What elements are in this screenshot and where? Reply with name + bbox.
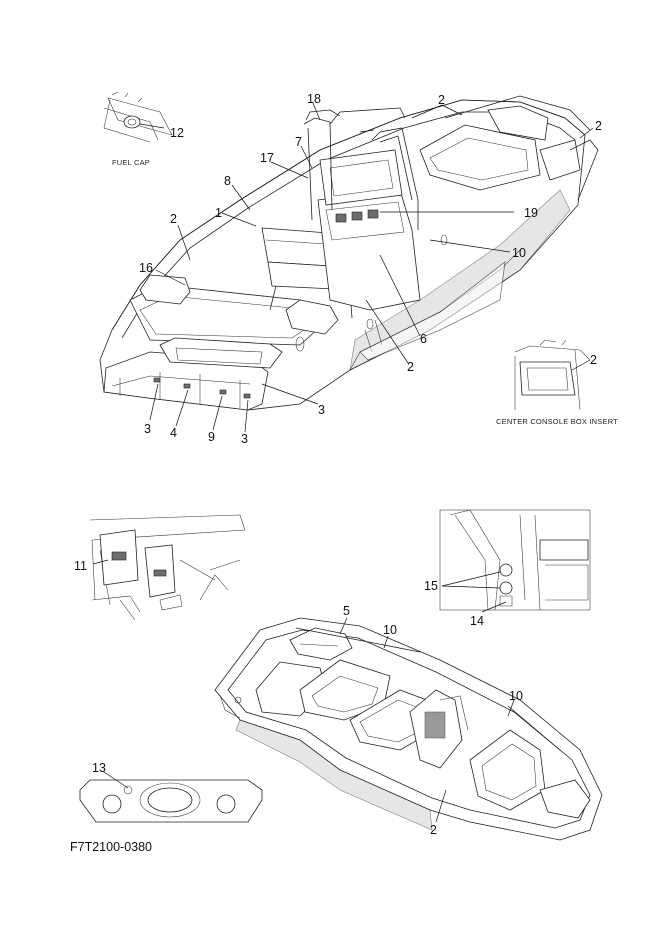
callout-2: 2	[170, 212, 177, 226]
callout-2: 2	[438, 93, 445, 107]
callout-12: 12	[170, 126, 184, 140]
callout-10: 10	[512, 246, 526, 260]
callout-labels: 18 2 2 12 7 17 8 1 19 2 10 16 6 2 2 3 3 …	[74, 92, 602, 837]
callout-2: 2	[590, 353, 597, 367]
callout-1: 1	[215, 206, 222, 220]
callout-10: 10	[383, 623, 397, 637]
center-console-box-caption: CENTER CONSOLE BOX INSERT	[496, 417, 618, 426]
callout-2: 2	[430, 823, 437, 837]
callout-3: 3	[241, 432, 248, 446]
callout-17: 17	[260, 151, 274, 165]
boat-top-view	[214, 617, 603, 841]
detail-11-inset	[89, 514, 246, 621]
callout-2: 2	[595, 119, 602, 133]
callout-3: 3	[144, 422, 151, 436]
callout-6: 6	[420, 332, 427, 346]
figure-code: F7T2100-0380	[70, 840, 152, 854]
callout-4: 4	[170, 426, 177, 440]
detail-14-15-inset	[439, 509, 591, 613]
callout-16: 16	[139, 261, 153, 275]
callout-8: 8	[224, 174, 231, 188]
callout-14: 14	[470, 614, 484, 628]
center-console-box-inset	[514, 339, 591, 411]
callout-19: 19	[524, 206, 538, 220]
boat-main-view	[99, 95, 599, 411]
callout-13: 13	[92, 761, 106, 775]
callout-9: 9	[208, 430, 215, 444]
bottom-leaders	[339, 617, 515, 823]
fuel-cap-caption: FUEL CAP	[112, 158, 150, 167]
callout-15: 15	[424, 579, 438, 593]
top-leaders	[149, 102, 594, 433]
callout-5: 5	[343, 604, 350, 618]
callout-2: 2	[407, 360, 414, 374]
callout-18: 18	[307, 92, 321, 106]
callout-3: 3	[318, 403, 325, 417]
fuel-cap-inset	[103, 91, 173, 143]
callout-10: 10	[509, 689, 523, 703]
detail-13-inset	[79, 771, 263, 823]
callout-7: 7	[295, 135, 302, 149]
callout-11: 11	[74, 559, 87, 573]
